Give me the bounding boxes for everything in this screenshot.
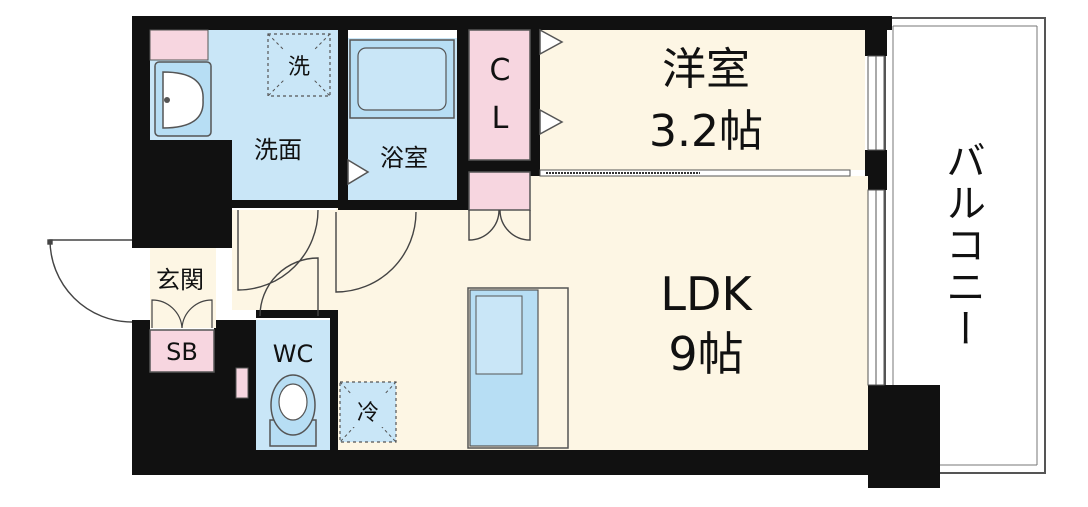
washroom-storage [149,29,209,61]
closet-label-l: L [492,101,509,136]
interior-walls [232,30,540,450]
western-room-size: 3.2帖 [649,106,763,157]
fridge-label: 冷 [357,401,379,426]
ldk-floor [232,176,868,450]
western-room-floor [540,30,865,170]
balcony-label: バルコニー [939,140,985,350]
washer-icon [267,33,331,97]
washroom-label: 洗面 [254,136,302,164]
walls [132,16,940,488]
toilet-label: WC [273,340,314,368]
entrance-cabinet-doors [151,299,213,329]
window-west [867,55,885,386]
kitchen-counter [467,287,569,449]
entrance-label: 玄関 [156,266,204,294]
ldk-name: LDK [660,267,753,321]
shoebox [149,329,215,373]
shoebox-label: SB [166,338,198,366]
western-room-name: 洋室 [662,44,750,95]
closet-label-c: C [490,53,511,88]
bathtub-icon [349,39,455,119]
entrance-floor [150,248,216,328]
washer-label: 洗 [288,55,310,80]
bath-label: 浴室 [380,144,428,172]
fridge-icon [339,381,397,443]
sink-icon [154,61,212,137]
doors [47,209,531,323]
bath-door-icon [347,158,370,186]
western-sliding-door [539,169,851,177]
ldk-size: 9帖 [668,327,743,381]
closet [468,28,564,211]
toilet-icon [235,367,317,447]
